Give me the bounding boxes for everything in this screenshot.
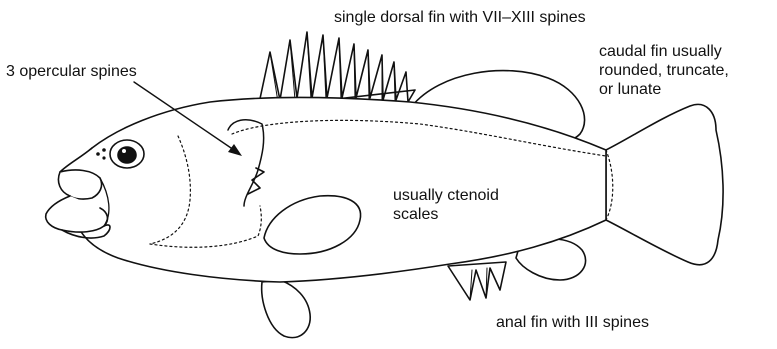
anal-fin-spines (448, 262, 506, 300)
pelvic-fin (262, 280, 311, 338)
dorsal-fin-label: single dorsal fin with VII–XIII spines (334, 8, 586, 27)
opercular-spines-label: 3 opercular spines (6, 62, 137, 81)
anal-fin-label: anal fin with III spines (496, 313, 649, 332)
scales-label-line-2: scales (393, 205, 499, 224)
scales-label-line-1: usually ctenoid (393, 186, 499, 205)
caudal-fin-label: caudal fin usually rounded, truncate, or… (599, 42, 729, 99)
caudal-fin (606, 104, 723, 264)
caudal-fin-label-line-3: or lunate (599, 80, 729, 99)
caudal-fin-label-line-2: rounded, truncate, (599, 61, 729, 80)
scales-label: usually ctenoid scales (393, 186, 499, 224)
dorsal-fin (258, 32, 415, 108)
caudal-fin-label-line-1: caudal fin usually (599, 42, 729, 61)
eye (110, 140, 144, 168)
